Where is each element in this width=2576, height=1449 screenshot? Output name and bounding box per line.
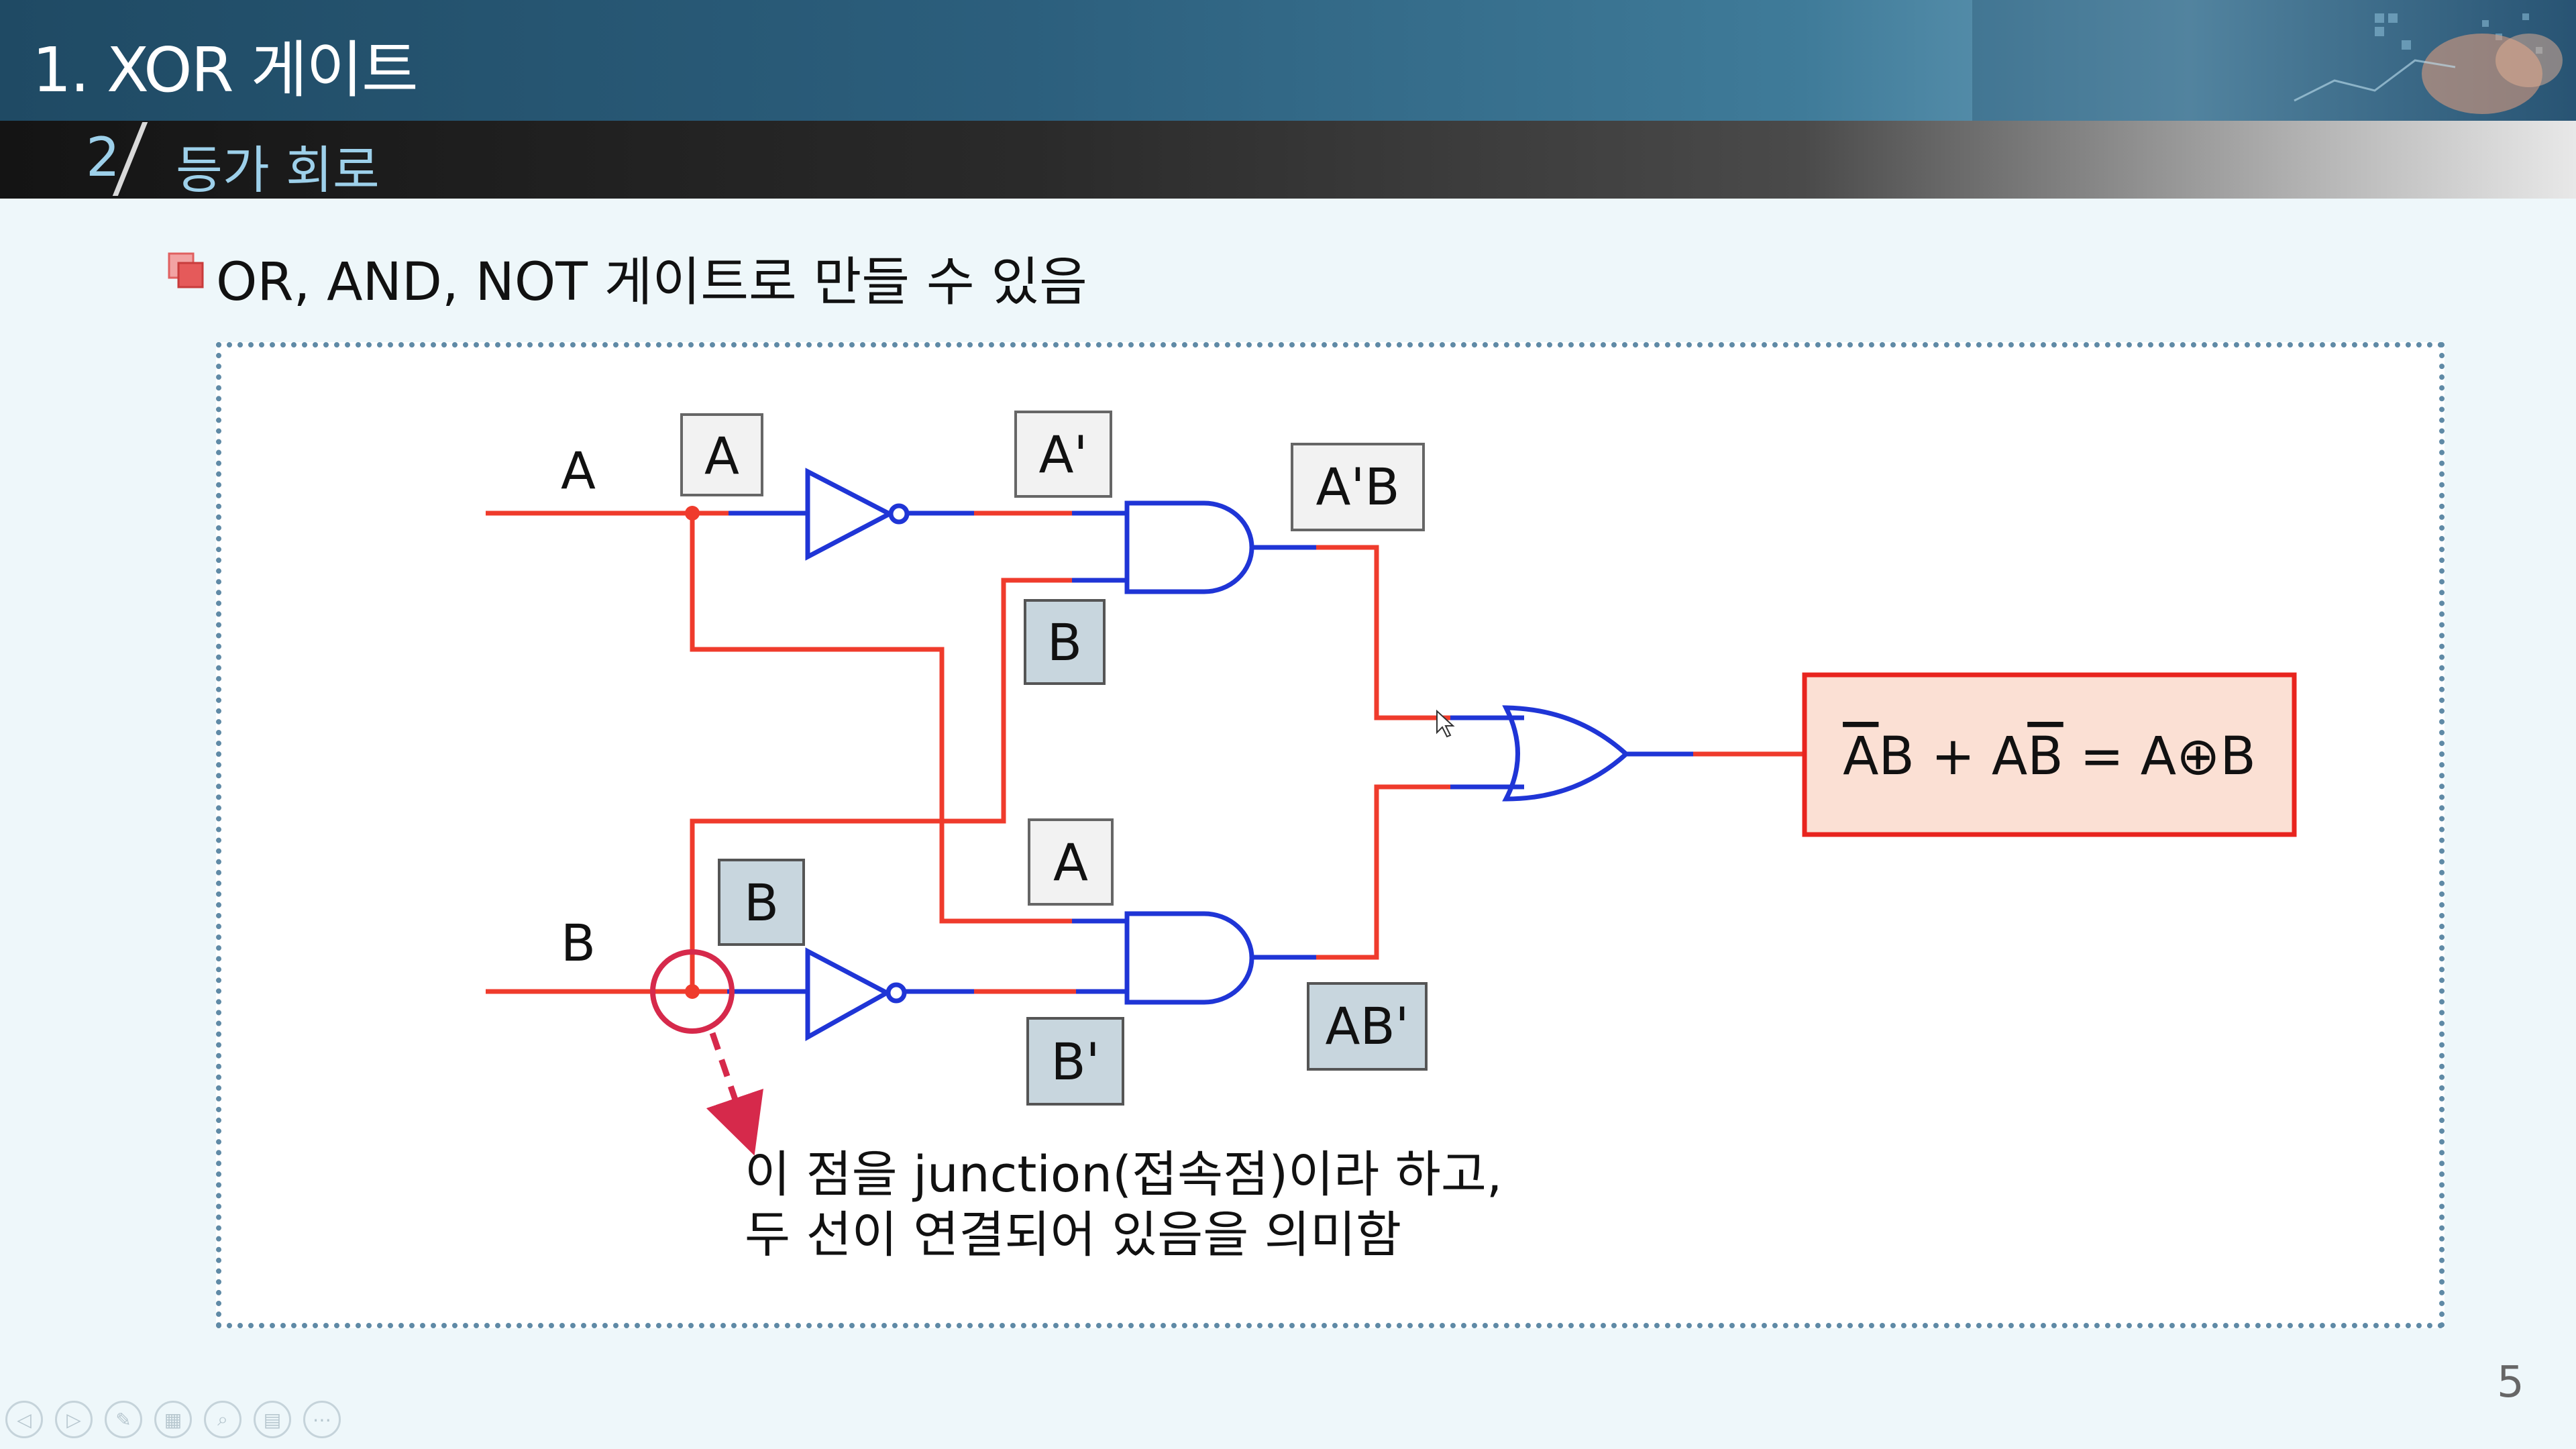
wires-blue — [727, 511, 1693, 994]
mouse-cursor-icon — [1436, 709, 1455, 738]
label-a-lower: A — [1053, 833, 1088, 892]
result-bbar: B — [2027, 727, 2063, 787]
input-a-label: A — [561, 441, 596, 500]
junction-note-line2: 두 선이 연결되어 있음을 의미함 — [745, 1206, 1401, 1264]
next-icon[interactable]: ▷ — [55, 1401, 93, 1438]
result-expression: AB + AB = A⊕B — [1843, 727, 2256, 787]
result-part-3: B — [2220, 727, 2256, 787]
title-bar — [0, 0, 2576, 121]
title-decoration — [1972, 0, 2576, 121]
bullet-icon — [168, 252, 204, 288]
label-box-b-upper — [1024, 599, 1106, 685]
label-a-tap: A — [704, 426, 739, 486]
label-a-b-not: AB' — [1325, 996, 1409, 1056]
section-number: 2 — [86, 126, 120, 189]
label-box-a-tap — [680, 413, 763, 496]
or-gate — [1502, 705, 1630, 802]
and-gate-1 — [1124, 500, 1254, 594]
wire-and1-out — [1316, 545, 1450, 720]
section-bar — [0, 121, 2576, 199]
prev-icon[interactable]: ◁ — [5, 1401, 43, 1438]
label-b-upper: B — [1047, 612, 1082, 672]
not-gate-a — [805, 468, 910, 561]
label-box-a-lower — [1028, 818, 1114, 906]
label-box-b-tap — [718, 859, 805, 946]
and-gate-2 — [1124, 911, 1254, 1005]
junction-note-line1: 이 점을 junction(접속점)이라 하고, — [745, 1146, 1502, 1203]
section-title: 등가 회로 — [176, 140, 380, 200]
label-box-a-not — [1014, 411, 1112, 498]
bullet-text: OR, AND, NOT 게이트로 만들 수 있음 — [216, 252, 1087, 313]
result-part-2: = A — [2063, 727, 2176, 787]
not-gate-b — [805, 947, 907, 1041]
input-b-label: B — [561, 913, 596, 973]
label-b-tap: B — [744, 873, 779, 932]
result-part-1: B + A — [1878, 727, 2027, 787]
pen-icon[interactable]: ✎ — [105, 1401, 142, 1438]
junction-dot-b — [685, 984, 700, 999]
label-box-a-not-b — [1291, 443, 1425, 531]
junction-pointer-arrow — [706, 1032, 763, 1156]
wire-and2-out — [1316, 784, 1450, 960]
wire-a-branch — [690, 513, 1127, 924]
result-abar: A — [1843, 727, 1878, 787]
label-b-not: B' — [1051, 1032, 1099, 1091]
label-a-not-b: A'B — [1316, 457, 1399, 517]
wire-b-branch — [690, 578, 1073, 991]
label-a-not: A' — [1039, 425, 1088, 484]
label-box-b-not — [1026, 1017, 1124, 1106]
slideshow-toolbar: ◁ ▷ ✎ ▦ ⌕ ▤ ⋯ — [5, 1401, 341, 1438]
slide-title: 1. XOR 게이트 — [32, 34, 419, 106]
xor-symbol: ⊕ — [2176, 727, 2220, 787]
wires-red — [486, 511, 1805, 994]
label-box-a-b-not — [1307, 982, 1428, 1071]
more-icon[interactable]: ⋯ — [303, 1401, 341, 1438]
junction-highlight-ring — [650, 949, 735, 1034]
junction-dot-a — [685, 506, 700, 521]
subtitle-icon[interactable]: ▤ — [254, 1401, 291, 1438]
result-box — [1802, 672, 2297, 837]
page-number: 5 — [2497, 1358, 2524, 1407]
zoom-icon[interactable]: ⌕ — [204, 1401, 241, 1438]
slides-icon[interactable]: ▦ — [154, 1401, 192, 1438]
